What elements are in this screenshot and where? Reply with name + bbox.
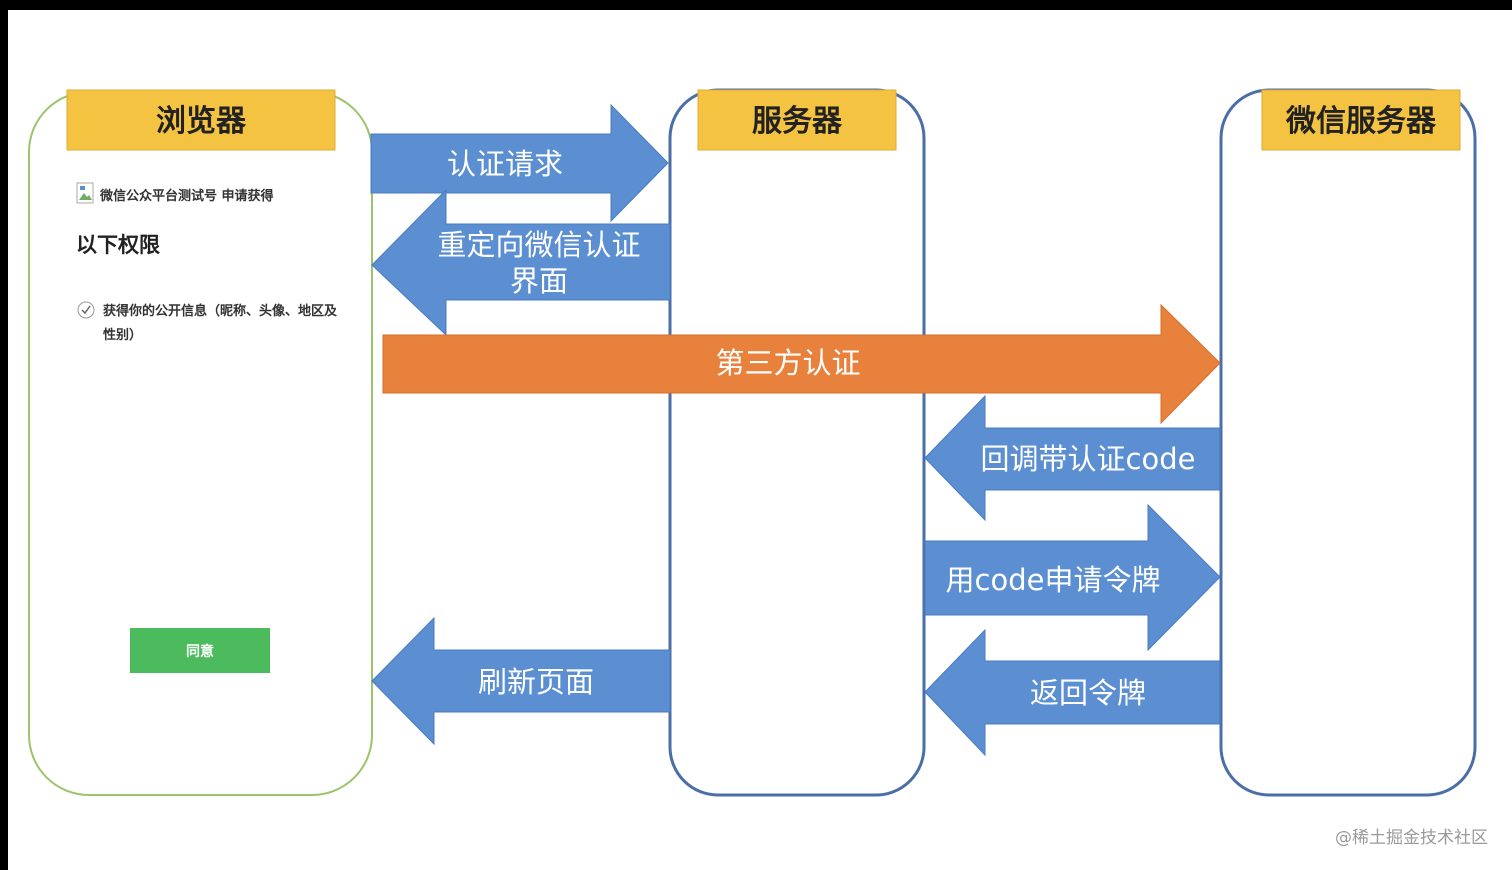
auth-page: 微信公众平台测试号 申请获得 以下权限 获得你的公开信息（昵称、头像、地区及 性… — [76, 182, 338, 673]
arrow-callback-code: 回调带认证code — [924, 394, 1221, 522]
arrow-redirect: 重定向微信认证 界面 — [371, 188, 671, 337]
agree-button-label: 同意 — [186, 643, 214, 660]
wechat-server-title-box: 微信服务器 — [1261, 89, 1461, 151]
wechat-server-title: 微信服务器 — [1285, 104, 1437, 139]
permission-line-2: 性别） — [103, 327, 142, 343]
browser-title: 浏览器 — [156, 104, 247, 139]
arrow-apply-token: 用code申请令牌 — [924, 503, 1221, 652]
wechat-server-lane — [1219, 88, 1477, 797]
arrow-return-token: 返回令牌 — [924, 628, 1221, 757]
browser-title-box: 浏览器 — [66, 89, 336, 151]
watermark: @稀土掘金技术社区 — [1335, 828, 1488, 848]
check-icon[interactable] — [77, 301, 95, 319]
server-lane — [668, 88, 926, 797]
arrow-return-token-label: 返回令牌 — [1030, 676, 1146, 710]
auth-line-2: 以下权限 — [76, 233, 160, 257]
server-title: 服务器 — [752, 104, 843, 139]
auth-line-1: 微信公众平台测试号 申请获得 — [99, 188, 274, 204]
broken-image-icon — [76, 182, 94, 204]
arrow-refresh-page: 刷新页面 — [371, 616, 671, 746]
arrow-auth-request: 认证请求 — [370, 103, 669, 223]
arrow-apply-token-label: 用code申请令牌 — [946, 563, 1161, 597]
diagram-canvas: 浏览器 服务器 微信服务器 微信公众平台测试号 申请获得 以下权限 获得你的公开… — [8, 10, 1512, 870]
arrow-auth-request-label: 认证请求 — [447, 147, 563, 181]
arrow-third-party-auth: 第三方认证 — [382, 303, 1221, 425]
arrow-callback-code-label: 回调带认证code — [981, 442, 1196, 476]
arrow-redirect-label-1: 重定向微信认证 — [437, 228, 640, 262]
arrow-redirect-label-2: 界面 — [510, 264, 568, 298]
agree-button[interactable]: 同意 — [130, 628, 270, 673]
arrow-third-party-auth-label: 第三方认证 — [715, 346, 860, 380]
arrow-refresh-page-label: 刷新页面 — [478, 665, 594, 699]
flow-diagram: 浏览器 服务器 微信服务器 微信公众平台测试号 申请获得 以下权限 获得你的公开… — [28, 88, 1488, 848]
permission-line-1: 获得你的公开信息（昵称、头像、地区及 — [103, 303, 338, 319]
server-title-box: 服务器 — [697, 89, 897, 151]
